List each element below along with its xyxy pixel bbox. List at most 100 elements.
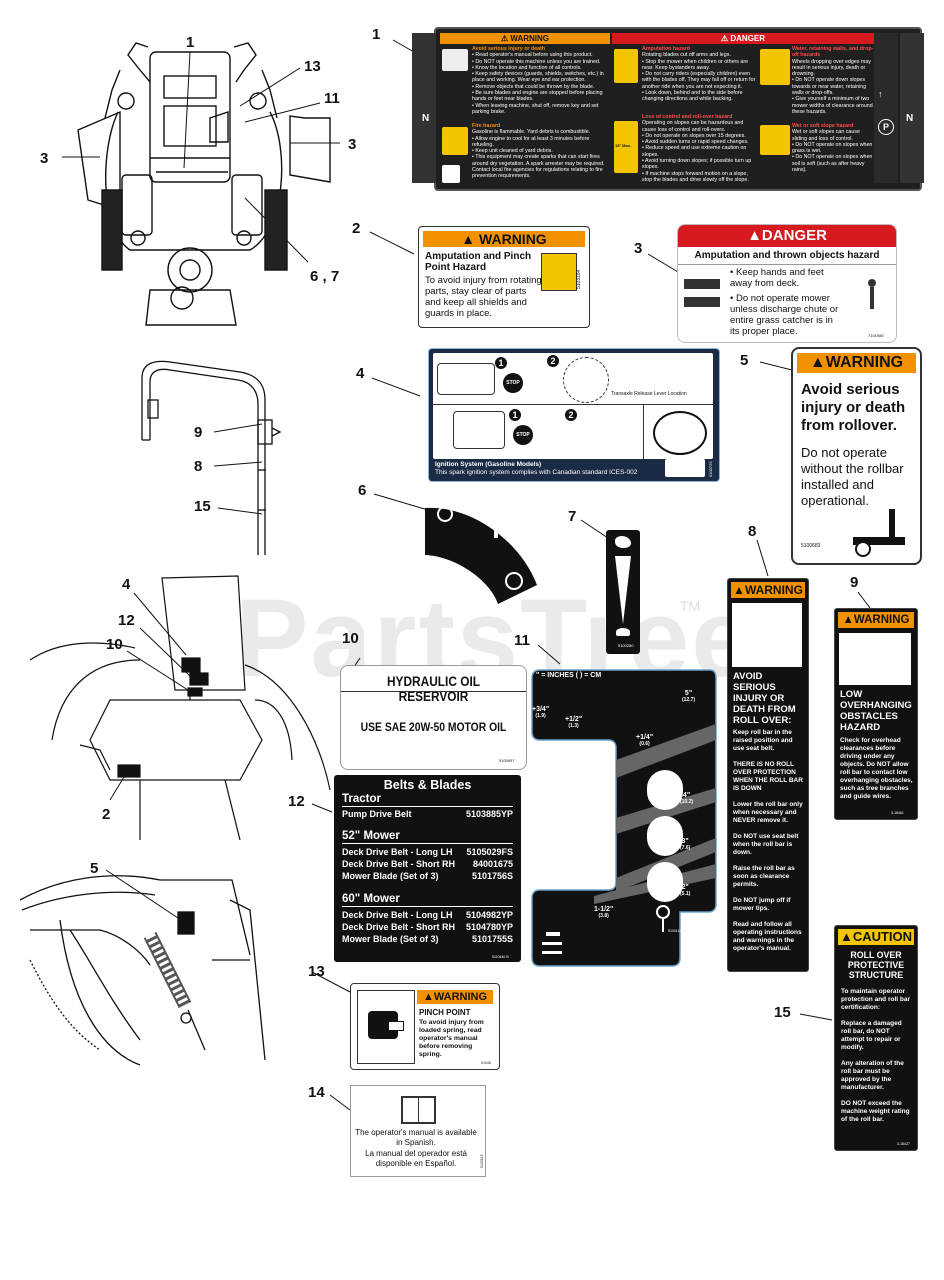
decal-1-warning-text: WARNING [510, 34, 550, 43]
spring-pinch-icon [357, 990, 415, 1064]
height-mark: +3/4"(1.9) [532, 706, 549, 719]
decal-1-b1-line: • When leaving machine, shut off, remove… [472, 102, 599, 115]
callout-6: 6 [358, 482, 367, 499]
decal-1-b3-lines: Rotating blades cut off arms and legs.• … [642, 52, 756, 102]
water-dropoff-icon [760, 49, 790, 85]
ignition-text: This spark ignition system complies with… [435, 469, 638, 476]
decal-9-body: Check for overhead clearances before dri… [840, 737, 913, 800]
open-book-icon [401, 1092, 436, 1124]
height-mark-inches: 1-1/2" [594, 906, 614, 913]
decal-1-right-strip [874, 33, 898, 183]
decal-1-b4-lines: Operating on slopes can be hazardous and… [642, 120, 756, 183]
callout-5: 5 [740, 352, 749, 369]
callout-3: 3 [634, 240, 643, 257]
callout-1: 1 [372, 26, 381, 43]
decal-5-rollover-warning: ▲WARNING Avoid serious injury or death f… [791, 347, 922, 565]
decal-1-b6-line: Wet or soft slopes can cause sliding and… [792, 129, 860, 142]
decal-12-52-heading: 52" Mower [342, 830, 400, 842]
decal-1-b4-title: Loss of control and roll-over hazard [642, 114, 733, 120]
decal-8-p1: Keep roll bar in the raised position and… [733, 729, 793, 752]
decal-1-b1-title: Avoid serious injury or death [472, 46, 546, 52]
callout-1-top: 1 [186, 34, 195, 51]
decal-8-p5: Raise the roll bar as soon as clearance … [733, 865, 795, 888]
callout-8: 8 [748, 523, 757, 540]
height-mark-cm: (7.6) [680, 845, 691, 851]
belt-label: Deck Drive Belt - Short RH [342, 859, 456, 869]
decal-1-b2-line: • This equipment may create sparks that … [472, 154, 605, 180]
decal-1-b4-line: • Avoid sudden turns or rapid speed chan… [642, 139, 749, 146]
callout-3-right: 3 [348, 136, 357, 153]
decal-4-part: 5100725 [708, 461, 713, 477]
callout-9: 9 [850, 574, 859, 591]
certification-logo-icon [665, 459, 705, 477]
watermark-tm: TM [680, 598, 701, 614]
belt-part: 84001675 [472, 859, 513, 869]
decal-5-body: Do not operate without the rollbar insta… [801, 445, 904, 508]
decal-1-block-amputation: Amputation hazard Rotating blades cut of… [642, 46, 756, 103]
decal-2-header: ▲ WARNING [423, 231, 585, 247]
decal-8-p2: THERE IS NO ROLL OVER PROTECTION WHEN TH… [733, 761, 803, 792]
height-mark-cm: (3.8) [598, 913, 609, 919]
callout-12: 12 [288, 793, 305, 810]
decal-1-b3-line: • Do not carry riders (especially childr… [642, 71, 756, 90]
decal-2-amputation-pinch: ▲ WARNING Amputation and Pinch Point Haz… [418, 226, 590, 328]
decal-15-header-text: CAUTION [852, 929, 913, 944]
decal-10-part: 5100957 [499, 758, 515, 763]
decal-1-b3-line: Rotating blades cut off arms and legs. [642, 52, 731, 59]
belt-label: Deck Drive Belt - Short RH [342, 922, 456, 932]
fire-hazard-icon [442, 127, 468, 155]
decal-8-header-text: WARNING [744, 583, 803, 597]
height-mark: +1/4"(0.6) [636, 734, 653, 747]
decal-4-transaxle-ignition: 1 STOP 2 Transaxle Release Lever Locatio… [428, 348, 720, 482]
overhanging-branch-icon [839, 633, 911, 685]
decal-1-b2-line: • Allow engine to cool for at least 3 mi… [472, 135, 590, 148]
ignition-title: Ignition System (Gasoline Models) [435, 461, 542, 468]
decal-15-p3: Any alteration of the roll bar must be a… [841, 1060, 904, 1091]
neutral-symbol-center: ↑ [878, 89, 883, 99]
decal-1-left-strip [412, 33, 436, 183]
decal-11-part: 5100114 [668, 929, 682, 933]
callout-10-lower: 10 [106, 636, 123, 653]
decal-10-title: HYDRAULIC OIL RESERVOIR [386, 674, 481, 704]
decal-1-b6-title: Wet or soft slope hazard [792, 123, 854, 129]
decal-13-header: ▲WARNING [417, 990, 493, 1004]
callout-10: 10 [342, 630, 359, 647]
belt-label: Mower Blade (Set of 3) [342, 934, 439, 944]
decal-1-b3-line: • Stop the mower when children or others… [642, 58, 749, 71]
decal-8-header: ▲WARNING [731, 582, 805, 598]
height-mark-inches: 2" [681, 884, 689, 891]
neutral-left: N [422, 113, 430, 124]
stop-icon-1: STOP [503, 373, 523, 393]
decal-13-part: 01045 [481, 1061, 491, 1065]
decal-15-body: To maintain operator protection and roll… [841, 988, 913, 1124]
decal-1-b1-line: • Do NOT operate this machine unless you… [472, 58, 601, 65]
callout-14: 14 [308, 1084, 325, 1101]
decal-13-pinch-point: ▲WARNING PINCH POINT To avoid injury fro… [350, 983, 500, 1070]
decal-1-b1-line: • Keep safety devices (guards, shields, … [472, 71, 604, 84]
decal-1-b2-line: • Keep unit cleaned of yard debris. [472, 148, 553, 155]
decal-9-header-text: WARNING [853, 614, 910, 626]
decal-9-part: 3-18461 [891, 811, 904, 815]
decal-12-tractor-heading: Tractor [342, 793, 381, 805]
engine-icon [505, 572, 523, 590]
decal-3-subheader: Amputation and thrown objects hazard [678, 247, 896, 265]
decal-14-spanish: La manual del operador está disponible e… [365, 1149, 467, 1168]
decal-1-b6-lines: Wet or soft slopes can cause sliding and… [792, 129, 874, 173]
rabbit-icon [615, 536, 631, 548]
callout-15: 15 [774, 1004, 791, 1021]
decal-14-part: 5102619 [480, 1154, 484, 1168]
decal-8-p3: Lower the roll bar only when necessary a… [733, 801, 803, 824]
callout-4-lower: 4 [122, 576, 131, 593]
decal-3-part: 7101985 [868, 333, 884, 338]
callout-11-top: 11 [324, 90, 340, 107]
decal-1-safety-panel: ⚠ WARNING ⚠ DANGER Avoid serious injury … [412, 27, 924, 191]
step-1-badge: 1 [495, 357, 507, 369]
callout-4: 4 [356, 365, 365, 382]
tractor-icon-1 [437, 363, 495, 395]
hand-foot-icon [684, 275, 724, 325]
decal-8-title: AVOID SERIOUS INJURY OR DEATH FROM ROLL … [733, 671, 796, 726]
neutral-right: N [906, 113, 914, 124]
decal-10-hydraulic-oil: HYDRAULIC OIL RESERVOIR USE SAE 20W-50 M… [340, 665, 527, 770]
decal-9-title: LOW OVERHANGING OBSTACLES HAZARD [840, 689, 912, 733]
transaxle-caption: Transaxle Release Lever Location [611, 391, 687, 397]
